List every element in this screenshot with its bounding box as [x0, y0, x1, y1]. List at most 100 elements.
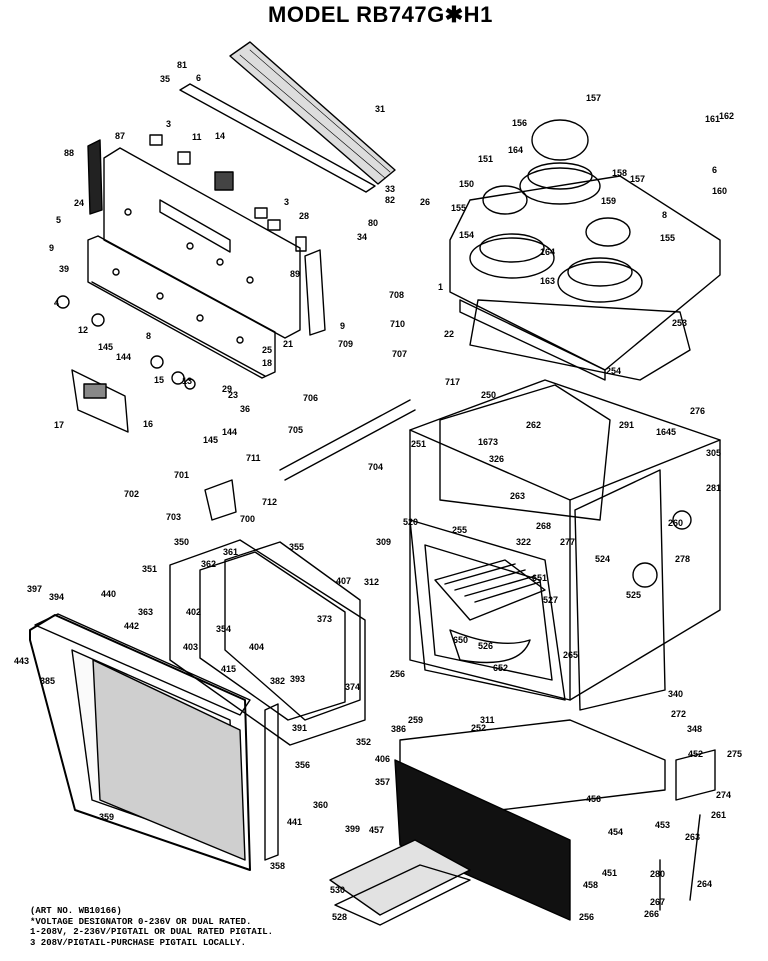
cooktop [449, 119, 721, 381]
callout-c703: 703 [166, 512, 181, 522]
callout-c256: 256 [390, 669, 405, 679]
bake-element [449, 629, 531, 664]
callout-c702: 702 [124, 489, 139, 499]
callout-c24: 24 [74, 198, 84, 208]
callout-c144a: 144 [116, 352, 131, 362]
control-knobs [149, 134, 307, 252]
callout-c351: 351 [142, 564, 157, 574]
note-purchase: 3 208V/PIGTAIL-PURCHASE PIGTAIL LOCALLY. [30, 937, 247, 948]
callout-c264: 264 [697, 879, 712, 889]
callout-c281: 281 [706, 483, 721, 493]
callout-c33: 33 [385, 184, 395, 194]
callout-c650: 650 [453, 635, 468, 645]
callout-c89: 89 [290, 269, 300, 279]
callout-c151: 151 [478, 154, 493, 164]
door-glass [92, 659, 246, 861]
callout-c164a: 164 [508, 145, 523, 155]
callout-c458: 458 [583, 880, 598, 890]
callout-c255: 255 [452, 525, 467, 535]
callout-c265: 265 [563, 650, 578, 660]
callout-c23: 23 [228, 390, 238, 400]
callout-c441: 441 [287, 817, 302, 827]
callout-c155b: 155 [660, 233, 675, 243]
callout-c154: 154 [459, 230, 474, 240]
callout-c161: 161 [705, 114, 720, 124]
callout-c706: 706 [303, 393, 318, 403]
callout-c18: 18 [262, 358, 272, 368]
callout-c250: 250 [481, 390, 496, 400]
callout-c711: 711 [246, 453, 261, 463]
trim-rail [179, 83, 376, 193]
callout-c35: 35 [160, 74, 170, 84]
note-art-number: (ART NO. WB10166) [30, 906, 122, 916]
diagram-title: MODEL RB747G✱H1 [268, 2, 493, 27]
callout-c403: 403 [183, 642, 198, 652]
callout-c357: 357 [375, 777, 390, 787]
callout-c709: 709 [338, 339, 353, 349]
callout-c39: 39 [59, 264, 69, 274]
callout-c278: 278 [675, 554, 690, 564]
callout-c81: 81 [177, 60, 187, 70]
callout-c162: 162 [719, 111, 734, 121]
callout-c34: 34 [357, 232, 367, 242]
callout-c705: 705 [288, 425, 303, 435]
callout-c525: 525 [626, 590, 641, 600]
callout-c8: 8 [146, 331, 151, 341]
callout-c394: 394 [49, 592, 64, 602]
callout-c3a: 3 [166, 119, 171, 129]
callout-c355: 355 [289, 542, 304, 552]
callout-c1673: 1673 [478, 437, 498, 447]
callout-c406: 406 [375, 754, 390, 764]
callout-c352: 352 [356, 737, 371, 747]
callout-c155a: 155 [451, 203, 466, 213]
callout-c443: 443 [14, 656, 29, 666]
callout-c362: 362 [201, 559, 216, 569]
callout-c710: 710 [390, 319, 405, 329]
callout-c393: 393 [290, 674, 305, 684]
callout-c12: 12 [78, 325, 88, 335]
callout-c157a: 157 [586, 93, 601, 103]
callout-c29: 29 [222, 384, 232, 394]
callout-c526: 526 [478, 641, 493, 651]
callout-c415: 415 [221, 664, 236, 674]
callout-c280: 280 [650, 869, 665, 879]
callout-c275: 275 [727, 749, 742, 759]
callout-c31: 31 [375, 104, 385, 114]
callout-c707: 707 [392, 349, 407, 359]
broiler-pan [329, 839, 471, 926]
callout-c28: 28 [299, 211, 309, 221]
callout-c305: 305 [706, 448, 721, 458]
callout-c385: 385 [40, 676, 55, 686]
callout-c391: 391 [292, 723, 307, 733]
callout-c386: 386 [391, 724, 406, 734]
callout-c163: 163 [540, 276, 555, 286]
callout-c524: 524 [595, 554, 610, 564]
callout-c382: 382 [270, 676, 285, 686]
callout-c6b: 6 [712, 165, 717, 175]
callout-c360: 360 [313, 800, 328, 810]
latch-700 [204, 479, 237, 521]
callout-c291: 291 [619, 420, 634, 430]
callout-c251: 251 [411, 439, 426, 449]
terminal-bracket [675, 749, 716, 801]
callout-c144b: 144 [222, 427, 237, 437]
callout-c399: 399 [345, 824, 360, 834]
callout-c150: 150 [459, 179, 474, 189]
callout-c268: 268 [536, 521, 551, 531]
callout-c145a: 145 [98, 342, 113, 352]
callout-c26: 26 [420, 197, 430, 207]
leveling-legs [659, 814, 701, 911]
callout-c254: 254 [606, 366, 621, 376]
callout-c87: 87 [115, 131, 125, 141]
oven-rack [434, 559, 546, 621]
callout-c13: 13 [182, 376, 192, 386]
callout-c402: 402 [186, 607, 201, 617]
callout-c25: 25 [262, 345, 272, 355]
callout-c348: 348 [687, 724, 702, 734]
callout-c3b: 3 [284, 197, 289, 207]
callout-c4: 4 [54, 298, 59, 308]
callout-c528: 528 [332, 912, 347, 922]
callout-c9a: 9 [49, 243, 54, 253]
callout-c530: 530 [330, 885, 345, 895]
